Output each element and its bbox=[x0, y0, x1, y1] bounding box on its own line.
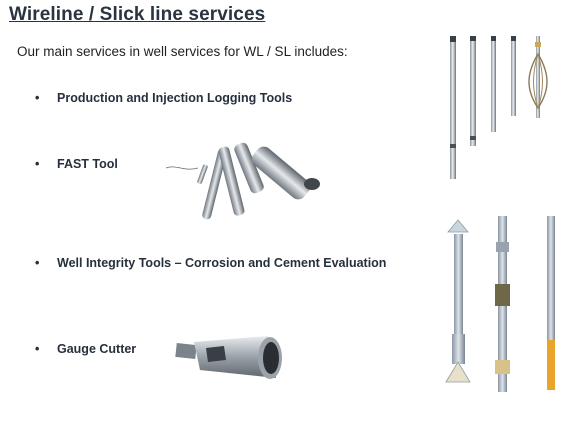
item-label: Production and Injection Logging Tools bbox=[57, 91, 293, 105]
bullet: • bbox=[35, 91, 40, 105]
gauge-cutter-image bbox=[175, 336, 282, 379]
list-item-logging: • Production and Injection Logging Tools bbox=[35, 91, 292, 105]
item-label: Well Integrity Tools – Corrosion and Cem… bbox=[57, 256, 387, 270]
bullet: • bbox=[35, 256, 40, 270]
list-item-integrity: • Well Integrity Tools – Corrosion and Ce… bbox=[35, 256, 386, 270]
slide-title: Wireline / Slick line services bbox=[9, 4, 266, 25]
list-item-fast: • FAST Tool bbox=[35, 157, 118, 171]
intro-text: Our main services in well services for W… bbox=[17, 44, 348, 59]
fast-tool-image bbox=[165, 142, 320, 220]
item-label: Gauge Cutter bbox=[57, 342, 137, 356]
item-label: FAST Tool bbox=[57, 157, 118, 171]
bullet: • bbox=[35, 157, 40, 171]
bullet: • bbox=[35, 342, 40, 356]
logging-tools-image bbox=[450, 36, 548, 179]
integrity-tools-image bbox=[445, 216, 555, 392]
list-item-gauge: • Gauge Cutter bbox=[35, 342, 136, 356]
